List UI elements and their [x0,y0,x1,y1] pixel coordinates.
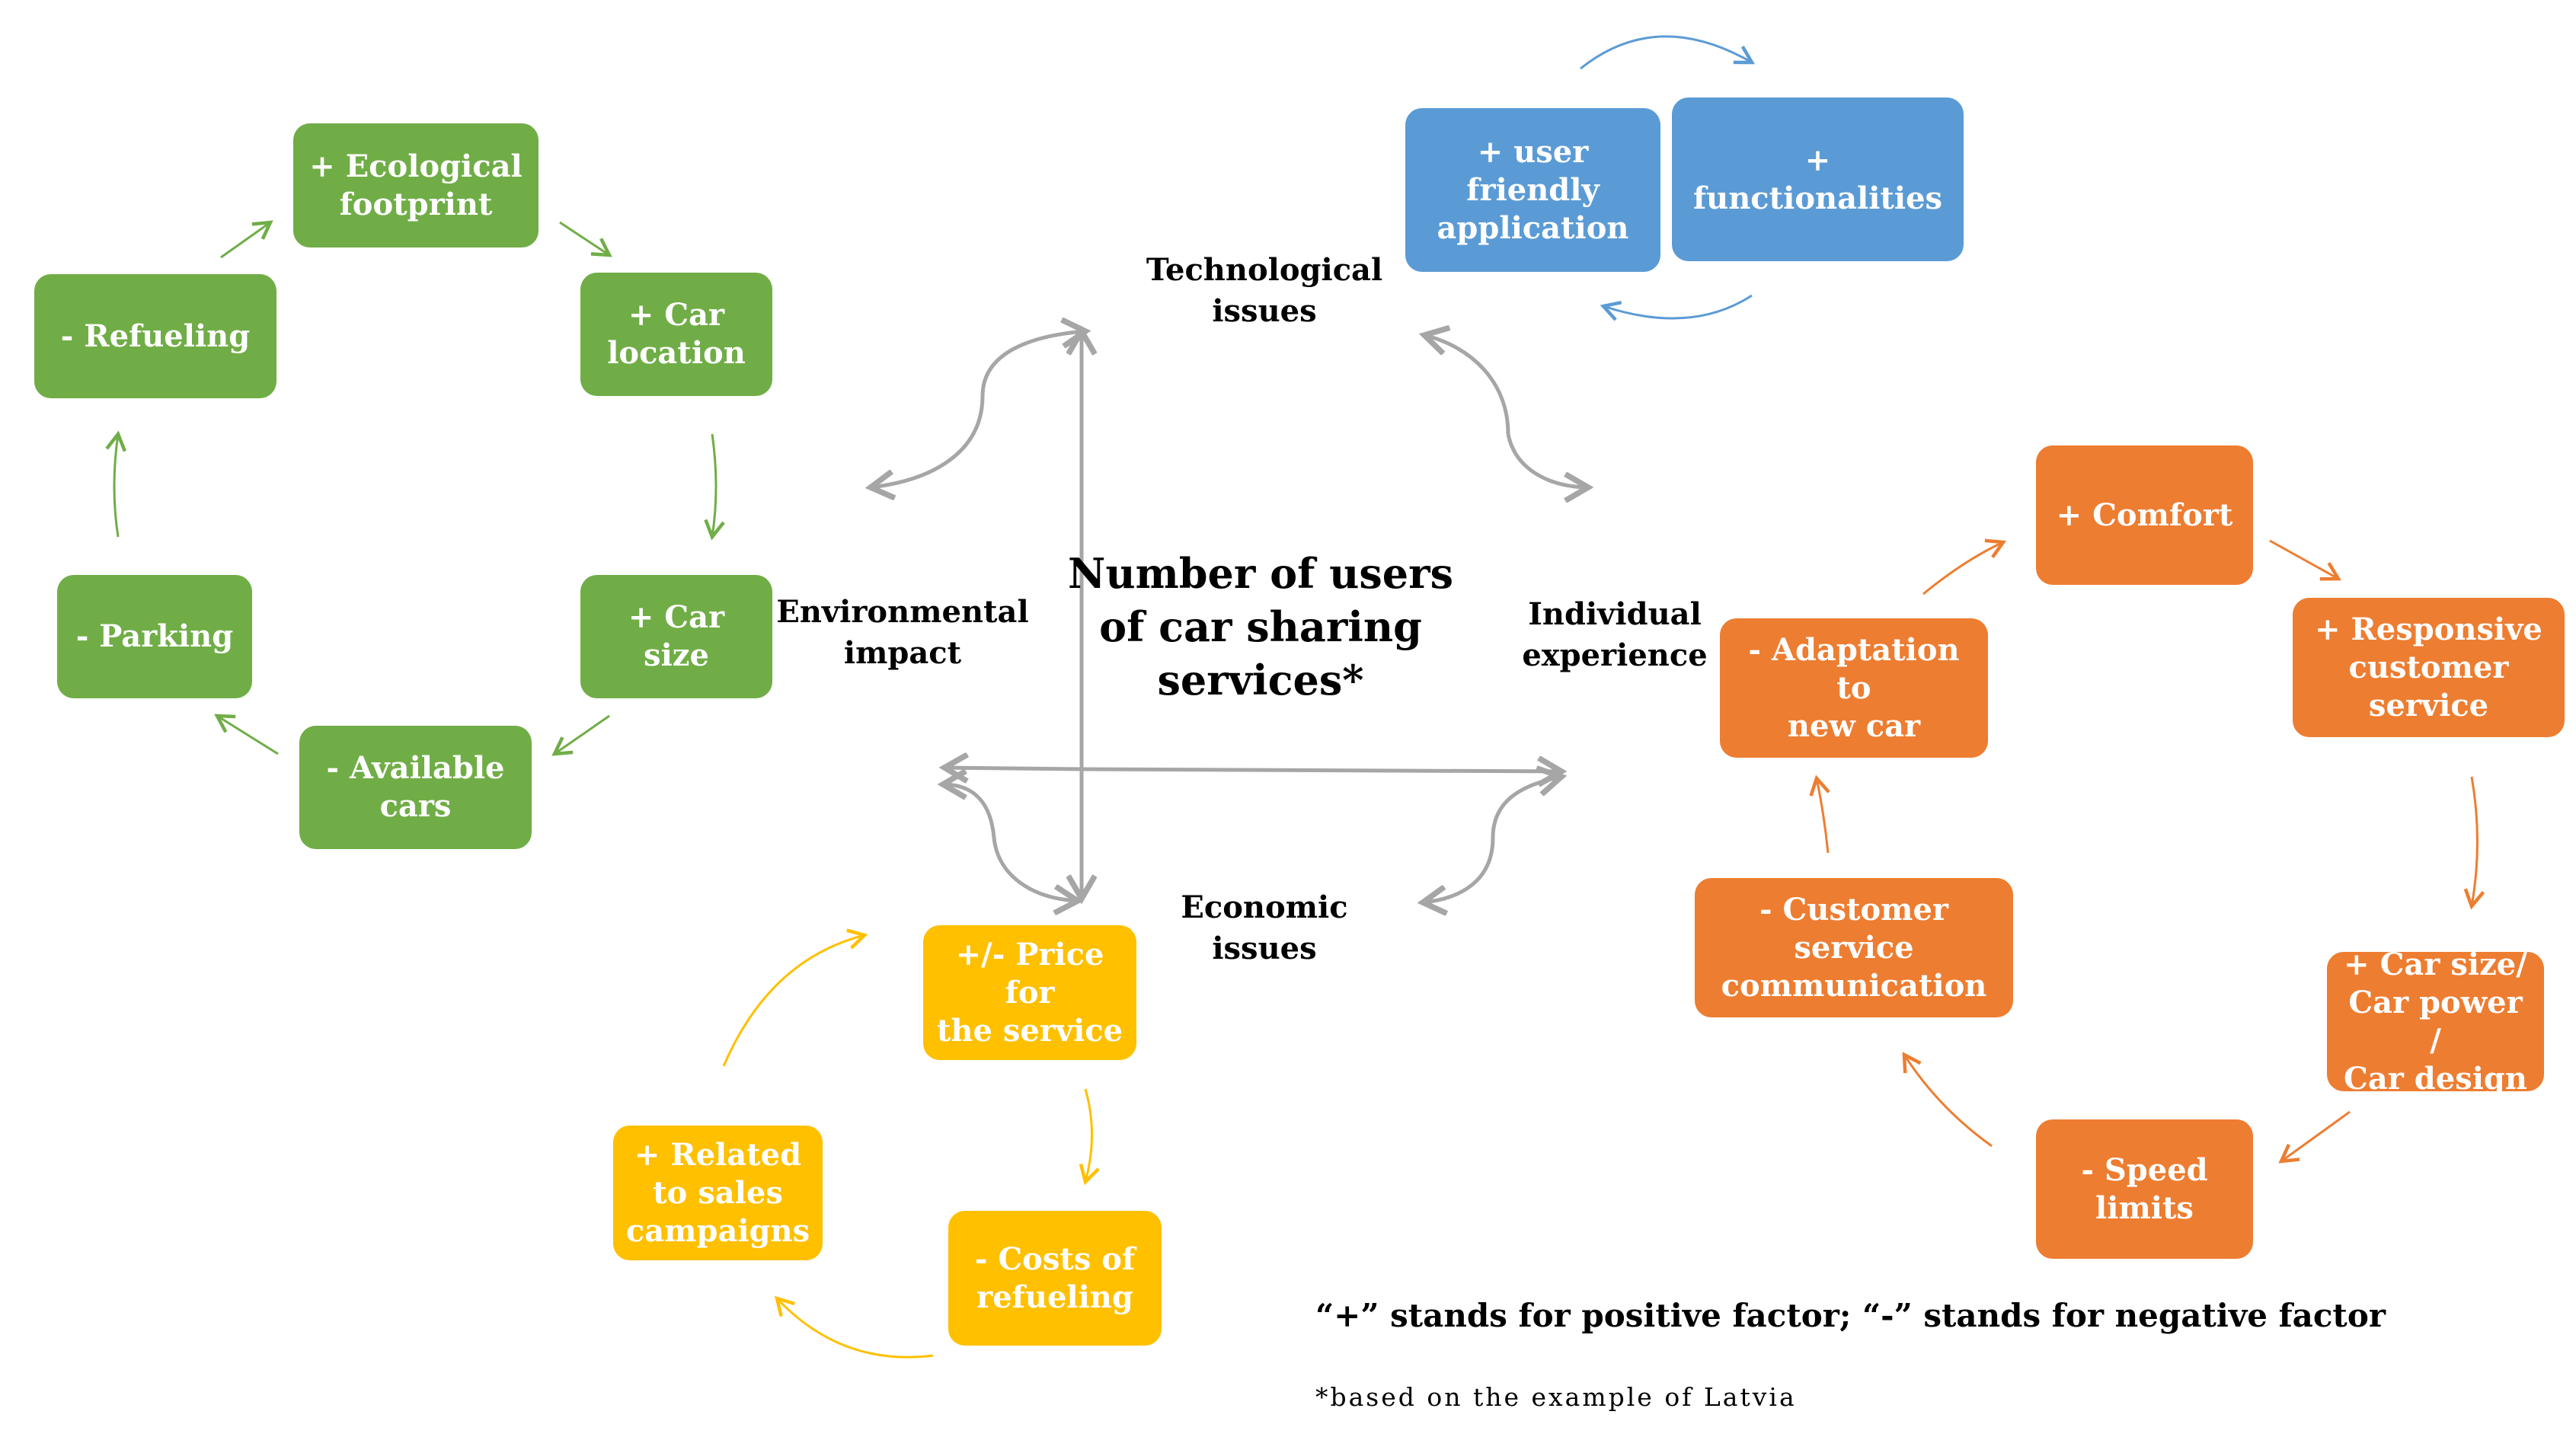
footnote-text: *based on the example of Latvia [1315,1382,1797,1412]
curve-ind-to-tech [1424,335,1510,435]
arrow-costs-to-campaigns [774,1295,934,1359]
comfort-box: + Comfort [2036,445,2253,585]
curve-env-to-tech [980,331,1085,397]
axis-horizontal-left [944,768,1082,769]
arrow-location-to-carsize [704,433,725,541]
arrow-comfort-to-responsive [2269,539,2341,581]
arrow-speed-to-customer [1902,1052,1993,1148]
curve-ind-to-eco [1491,777,1561,838]
car-size-box: + Car size [580,575,772,698]
legend-text: “+” stands for positive factor; “-” stan… [1315,1297,2386,1334]
curve-eco-to-ind [1423,837,1495,902]
arrow-refueling-to-ecological [220,220,273,259]
curve-eco-to-env [943,784,996,838]
arrow-responsive-to-cardesign [2463,776,2485,910]
arrow-campaigns-to-price [722,928,868,1067]
axis-horizontal-right [1081,769,1561,771]
refueling-box: - Refueling [34,274,276,398]
parking-box: - Parking [57,575,252,698]
arrow-customer-to-adaptation [1809,774,1830,854]
arrow-ecological-to-location [559,221,612,257]
functionalities-box: + functionalities [1672,97,1964,261]
car-size-power-design-box: + Car size/Car power /Car design [2327,947,2544,1097]
curve-tech-to-env [871,395,985,487]
arrow-blue-bottom [1600,294,1753,321]
curve-tech-to-ind [1506,433,1588,487]
arrow-blue-top [1580,35,1755,70]
arrow-parking-to-refueling [105,430,127,538]
arrow-price-to-costs [1079,1088,1100,1186]
arrow-adaptation-to-comfort [1922,538,2007,596]
arrow-carsize-to-available [551,714,610,756]
arrow-available-to-parking [214,714,279,755]
curve-env-to-eco [992,837,1078,901]
arrow-cardesign-to-speed [2278,1110,2351,1164]
